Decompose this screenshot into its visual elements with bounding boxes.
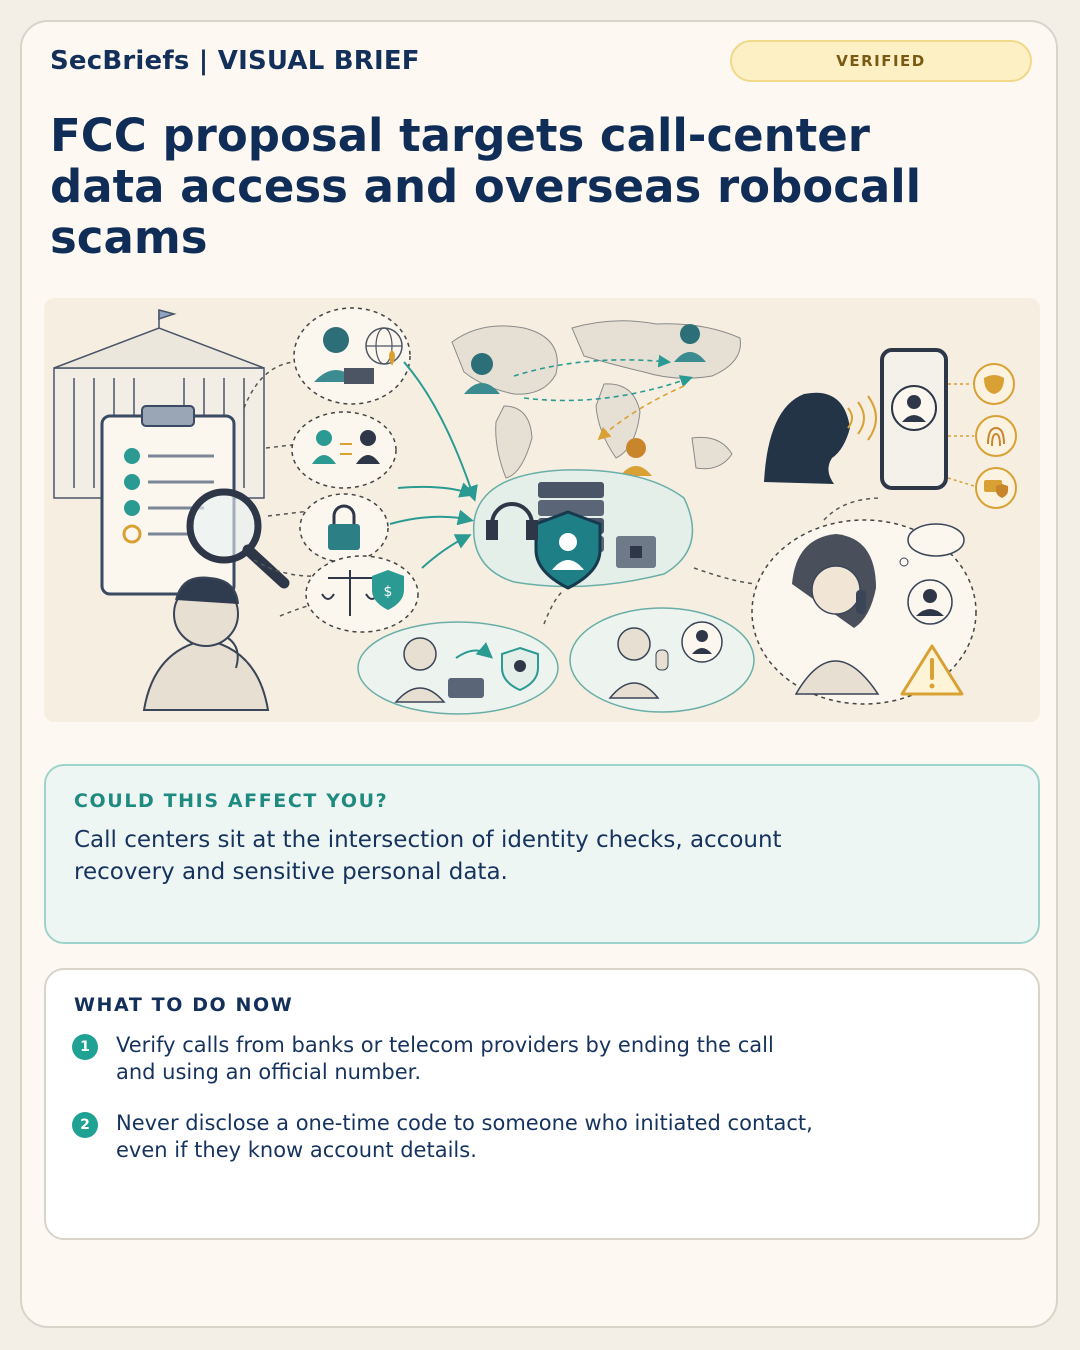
brief-card: SecBriefs | VISUAL BRIEF VERIFIED FCC pr… [20,20,1058,1328]
fingerprint-icon [975,415,1017,457]
affect-heading: COULD THIS AFFECT YOU? [74,790,389,812]
exchange-users-icon [291,411,397,489]
desk-phone-icon [357,621,559,715]
todo-panel: WHAT TO DO NOW 1 Verify calls from banks… [44,968,1040,1240]
smartphone-icon [880,348,948,490]
step-number-badge: 2 [72,1112,98,1138]
stop-hand-icon [569,607,755,713]
call-agent-icon [464,324,706,476]
world-map-icon [451,320,741,479]
magnifier-icon [186,488,290,589]
card-shield-icon [975,467,1017,509]
worried-woman-icon [751,519,977,705]
step-number-badge: 1 [72,1034,98,1060]
step-text: Verify calls from banks or telecom provi… [116,1033,774,1084]
brand-label: SecBriefs | VISUAL BRIEF [50,46,420,76]
server-shield-icon [472,469,694,590]
thinking-man-icon [142,576,270,711]
affect-body: Call centers sit at the intersection of … [74,827,782,885]
shield-dollar-icon: $ [372,570,404,610]
page-title: FCC proposal targets call-center data ac… [50,109,922,264]
mask-icon [973,363,1015,405]
todo-heading: WHAT TO DO NOW [74,994,294,1016]
caller-silhouette-icon [764,392,877,484]
svg-text:$: $ [384,584,393,600]
call-agent-icon [293,307,411,405]
globe-pin-icon [365,327,403,366]
lock-icon [299,493,389,563]
step-text: Never disclose a one-time code to someon… [116,1111,813,1162]
verified-badge: VERIFIED [730,40,1032,82]
hero-illustration: $ [44,298,1040,722]
headset-icon [486,502,538,540]
warning-icon [900,644,964,696]
affect-panel: COULD THIS AFFECT YOU? Call centers sit … [44,764,1040,944]
